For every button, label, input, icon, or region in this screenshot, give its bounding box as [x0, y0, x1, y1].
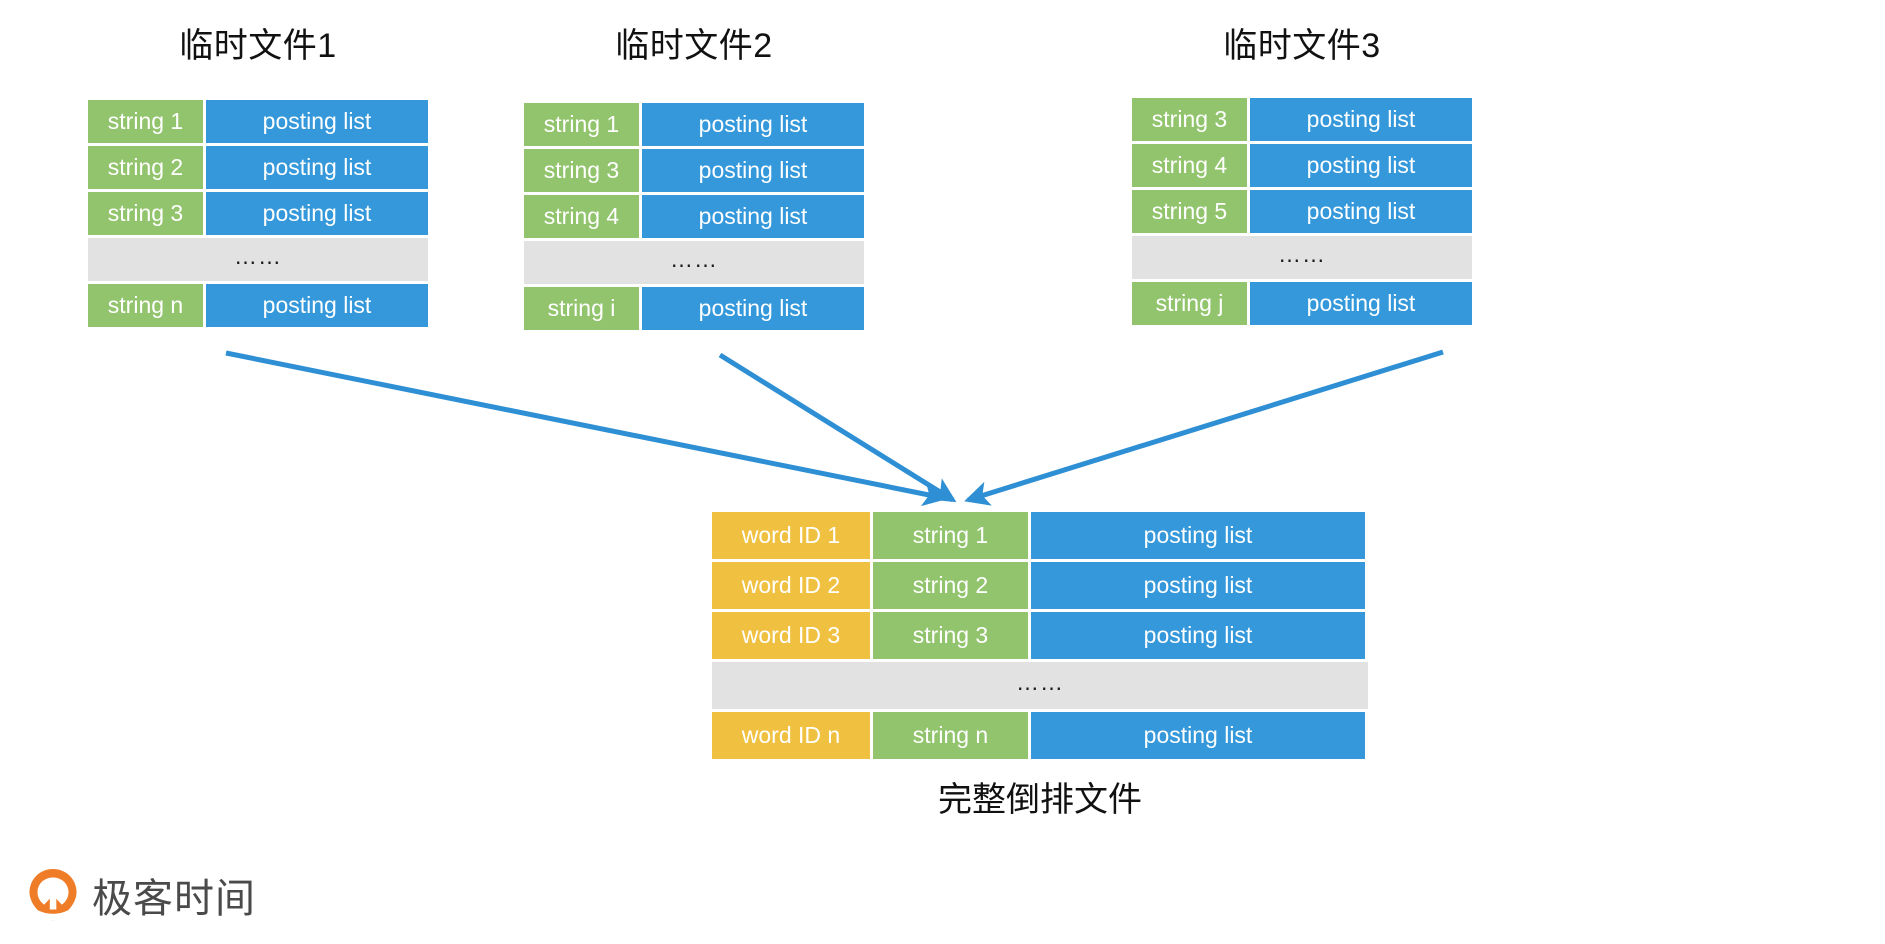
string-cell: string 1 — [524, 103, 639, 146]
posting-list-cell: posting list — [206, 192, 428, 235]
ellipsis-text: …… — [234, 243, 282, 269]
string-cell: string 1 — [88, 100, 203, 143]
string-cell: string 3 — [524, 149, 639, 192]
string-cell: string n — [88, 284, 203, 327]
table-row-ellipsis: …… — [524, 241, 864, 284]
posting-list-cell: posting list — [1031, 612, 1365, 659]
table-row: string n posting list — [88, 284, 428, 327]
brand-name: 极客时间 — [92, 877, 256, 921]
temp-file-1-title: 临时文件1 — [179, 27, 337, 65]
merged-file-caption: 完整倒排文件 — [938, 781, 1142, 819]
posting-list-cell: posting list — [1031, 712, 1365, 759]
string-cell: string i — [524, 287, 639, 330]
table-row-ellipsis: …… — [88, 238, 428, 281]
brand-logo: 极客时间 — [28, 866, 256, 924]
table-row: word ID 2 string 2 posting list — [712, 562, 1368, 609]
arrow-from-temp-file-1 — [225, 350, 948, 507]
ellipsis-text: …… — [670, 246, 718, 272]
table-row: string 3 posting list — [524, 149, 864, 192]
string-cell: string 4 — [524, 195, 639, 238]
posting-list-cell: posting list — [1031, 512, 1365, 559]
word-id-cell: word ID 3 — [712, 612, 870, 659]
posting-list-cell: posting list — [206, 100, 428, 143]
table-row: word ID 1 string 1 posting list — [712, 512, 1368, 559]
table-row: string 4 posting list — [524, 195, 864, 238]
string-cell: string 5 — [1132, 190, 1247, 233]
string-cell: string n — [873, 712, 1028, 759]
posting-list-cell: posting list — [642, 103, 864, 146]
posting-list-cell: posting list — [1250, 98, 1472, 141]
arrow-from-temp-file-2 — [718, 352, 957, 503]
posting-list-cell: posting list — [206, 146, 428, 189]
word-id-cell: word ID 2 — [712, 562, 870, 609]
string-cell: string 3 — [873, 612, 1028, 659]
table-row: word ID 3 string 3 posting list — [712, 612, 1368, 659]
table-row: string 3 posting list — [1132, 98, 1472, 141]
string-cell: string j — [1132, 282, 1247, 325]
table-row: string j posting list — [1132, 282, 1472, 325]
table-row-ellipsis: …… — [1132, 236, 1472, 279]
word-id-cell: word ID 1 — [712, 512, 870, 559]
posting-list-cell: posting list — [642, 149, 864, 192]
table-row: string 1 posting list — [524, 103, 864, 146]
temp-file-1-table: string 1 posting list string 2 posting l… — [88, 100, 428, 327]
temp-file-2-table: string 1 posting list string 3 posting l… — [524, 103, 864, 330]
table-row: string 1 posting list — [88, 100, 428, 143]
temp-file-2-title: 临时文件2 — [615, 27, 773, 65]
posting-list-cell: posting list — [206, 284, 428, 327]
geekbang-pin-icon — [28, 868, 78, 922]
temp-file-3-table: string 3 posting list string 4 posting l… — [1132, 98, 1472, 325]
posting-list-cell: posting list — [642, 287, 864, 330]
posting-list-cell: posting list — [1250, 144, 1472, 187]
string-cell: string 3 — [88, 192, 203, 235]
table-row: string 4 posting list — [1132, 144, 1472, 187]
ellipsis-text: …… — [1278, 241, 1326, 267]
merged-file-table: word ID 1 string 1 posting list word ID … — [712, 512, 1368, 759]
table-row: string 3 posting list — [88, 192, 428, 235]
arrow-from-temp-file-3 — [964, 349, 1444, 506]
ellipsis-text: …… — [1016, 669, 1064, 695]
word-id-cell: word ID n — [712, 712, 870, 759]
table-row: string i posting list — [524, 287, 864, 330]
posting-list-cell: posting list — [1031, 562, 1365, 609]
table-row-ellipsis: …… — [712, 662, 1368, 709]
table-row: string 5 posting list — [1132, 190, 1472, 233]
string-cell: string 1 — [873, 512, 1028, 559]
temp-file-3-title: 临时文件3 — [1223, 27, 1381, 65]
string-cell: string 2 — [88, 146, 203, 189]
posting-list-cell: posting list — [1250, 282, 1472, 325]
string-cell: string 2 — [873, 562, 1028, 609]
table-row: string 2 posting list — [88, 146, 428, 189]
table-row: word ID n string n posting list — [712, 712, 1368, 759]
posting-list-cell: posting list — [642, 195, 864, 238]
string-cell: string 3 — [1132, 98, 1247, 141]
posting-list-cell: posting list — [1250, 190, 1472, 233]
string-cell: string 4 — [1132, 144, 1247, 187]
